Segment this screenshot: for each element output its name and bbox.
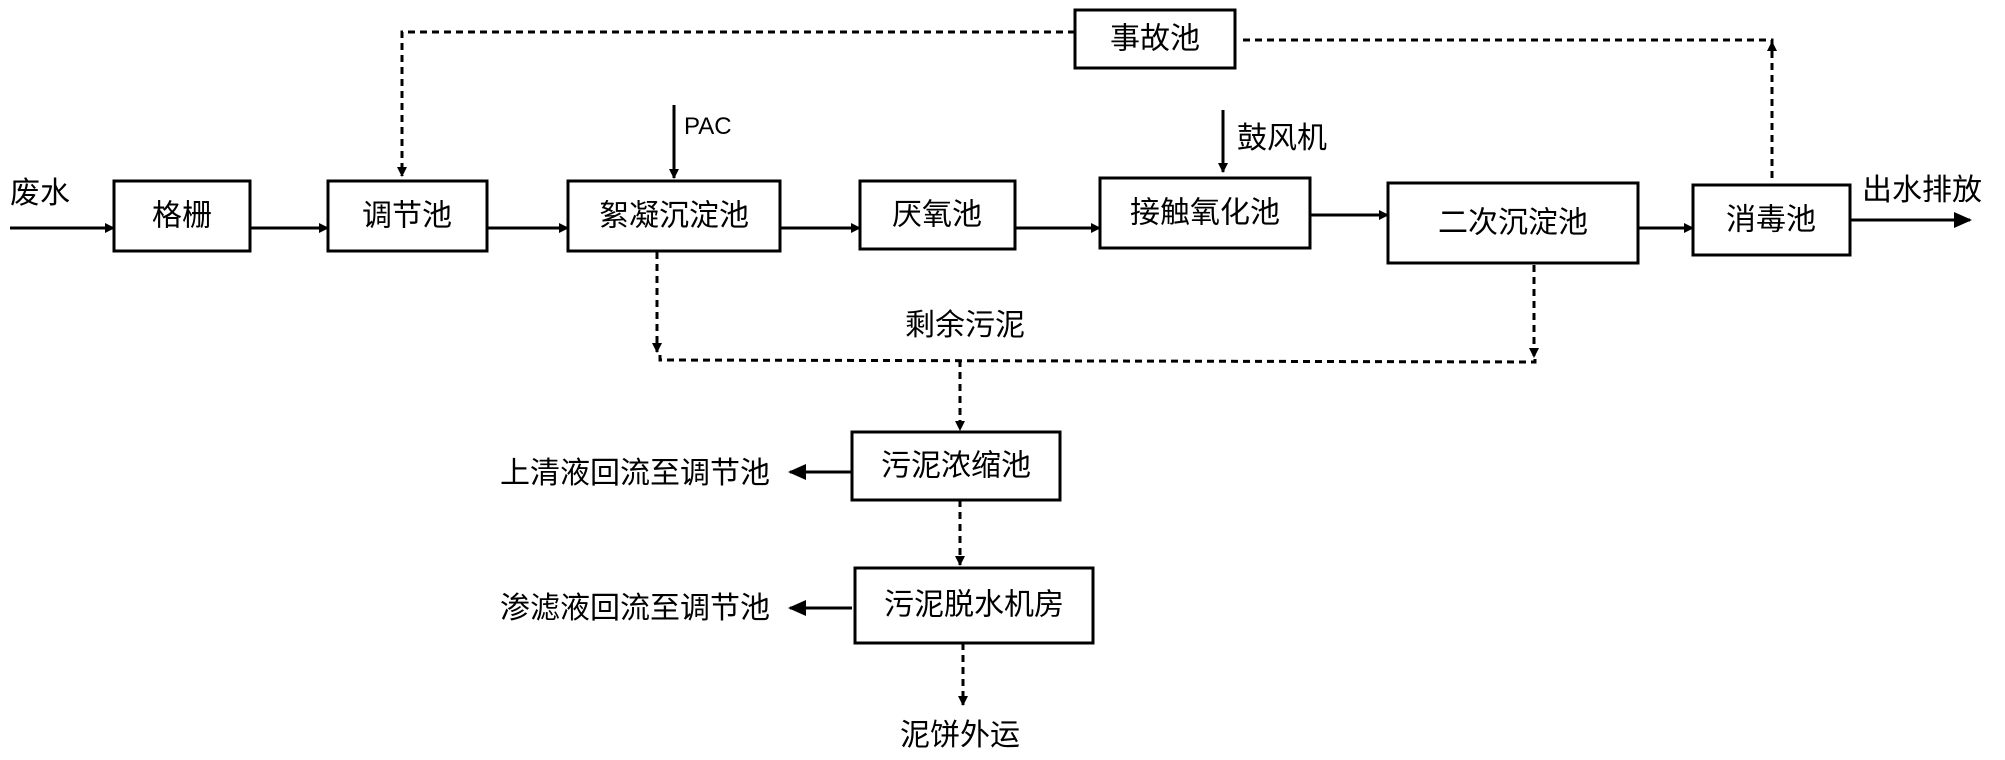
node-contact-oxidation-label: 接触氧化池 <box>1130 196 1280 231</box>
node-disinfection: 消毒池 <box>1691 183 1852 257</box>
node-anaerobic: 厌氧池 <box>858 179 1017 251</box>
node-dewatering-label: 污泥脱水机房 <box>884 588 1064 623</box>
node-secondary-settling: 二次沉淀池 <box>1386 181 1640 265</box>
node-grille-label: 格栅 <box>152 199 212 234</box>
label-filtrate-return: 渗滤液回流至调节池 <box>500 591 770 626</box>
dash-disinfection-to-accident <box>1240 38 1774 178</box>
dash-excess-sludge-collector <box>658 355 1537 364</box>
label-blower: 鼓风机 <box>1237 121 1327 156</box>
label-wastewater: 废水 <box>10 176 70 211</box>
node-grille: 格栅 <box>112 179 252 253</box>
node-coag-settling-label: 絮凝沉淀池 <box>599 199 749 234</box>
label-supernatant-return: 上清液回流至调节池 <box>500 456 770 491</box>
dash-accident-to-equalization <box>397 30 1075 177</box>
node-anaerobic-label: 厌氧池 <box>892 198 982 233</box>
node-thickener-label: 污泥浓缩池 <box>881 449 1031 484</box>
label-pac: PAC <box>684 113 732 140</box>
node-equalization: 调节池 <box>326 179 489 253</box>
node-equalization-label: 调节池 <box>362 199 452 234</box>
label-effluent: 出水排放 <box>1862 173 1982 208</box>
node-dewatering: 污泥脱水机房 <box>853 566 1095 645</box>
node-accident-label: 事故池 <box>1110 22 1200 57</box>
node-secondary-settling-label: 二次沉淀池 <box>1438 206 1588 241</box>
node-disinfection-label: 消毒池 <box>1726 203 1816 238</box>
node-contact-oxidation: 接触氧化池 <box>1098 176 1312 250</box>
node-accident: 事故池 <box>1073 8 1237 70</box>
label-excess-sludge: 剩余污泥 <box>905 308 1025 343</box>
node-thickener: 污泥浓缩池 <box>850 430 1062 502</box>
node-coag-settling: 絮凝沉淀池 <box>566 179 782 253</box>
label-sludge-cake: 泥饼外运 <box>900 718 1020 753</box>
